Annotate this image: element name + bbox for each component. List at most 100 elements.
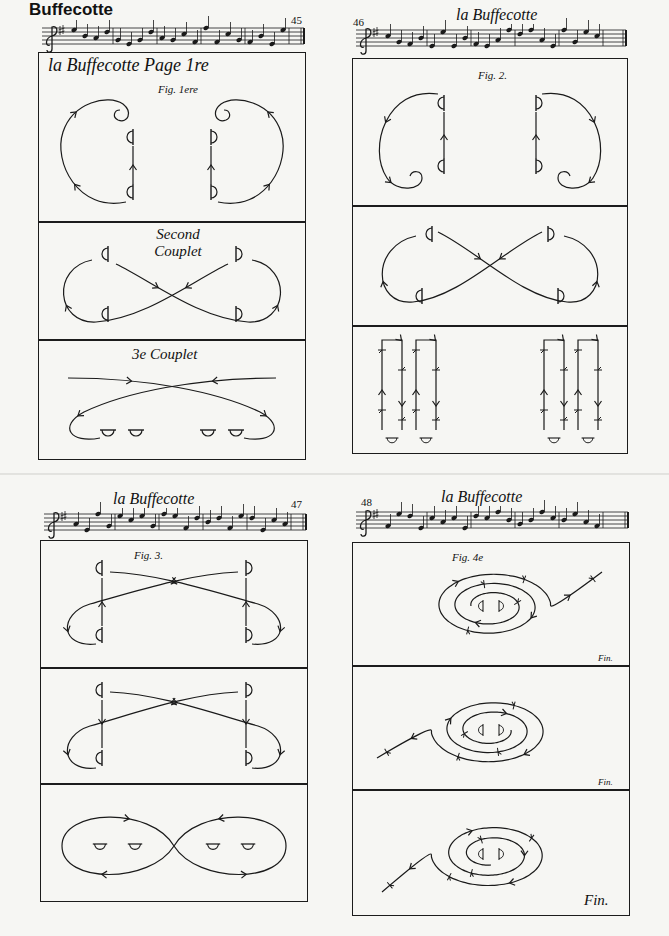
note-stem: [577, 30, 578, 42]
bar-line: [245, 28, 246, 44]
step-mark: [497, 748, 501, 756]
figure-caption: Fig. 3.: [133, 549, 164, 562]
note-stem: [566, 18, 567, 30]
figure-panel: Fig. 4e Fin.: [352, 542, 630, 666]
step-mark: [378, 350, 386, 353]
note-stem: [511, 508, 512, 520]
floor-track: [382, 340, 402, 430]
dancer-symbol: [246, 560, 252, 576]
floor-track: [382, 828, 542, 892]
direction-arrow: [260, 410, 268, 419]
staff-line: [44, 530, 306, 531]
figure-drawing: [382, 827, 542, 892]
floor-track: [116, 260, 280, 322]
dancer-back: [479, 850, 484, 859]
direction-arrow: [533, 135, 540, 140]
direction-arrow: [528, 612, 537, 620]
dancer-symbol: [236, 246, 242, 262]
figure-drawing: [62, 815, 286, 879]
bar-line: [157, 28, 158, 44]
staff-line: [356, 528, 628, 529]
note-stem: [111, 514, 112, 526]
bar-line: [303, 514, 304, 530]
fold-line: [0, 474, 669, 475]
note-stem: [232, 516, 233, 528]
note-stem: [265, 518, 266, 530]
note-stem: [522, 512, 523, 524]
note-stem: [588, 20, 589, 32]
step-mark: [527, 833, 534, 841]
note-stem: [412, 32, 413, 44]
floor-track: [216, 100, 284, 203]
page-number: 47: [290, 498, 303, 511]
dancer-back: [243, 844, 254, 849]
direction-arrow: [265, 109, 273, 118]
direction-arrow: [152, 282, 160, 291]
step-mark: [477, 836, 482, 845]
dancer-symbol: [548, 226, 554, 242]
figure-panel: Fin.: [352, 666, 630, 790]
bar-line: [623, 30, 624, 46]
direction-arrow: [379, 390, 386, 395]
figure-drawing: [68, 377, 276, 439]
dancer-back: [96, 629, 102, 641]
figure-drawing: [61, 100, 283, 203]
note-stem: [98, 26, 99, 38]
note-stem: [390, 24, 391, 36]
note-stem: [274, 32, 275, 44]
dancer-symbol: [426, 226, 432, 242]
dancer-back: [499, 850, 504, 859]
direction-arrow: [102, 871, 108, 878]
final-bar-line: [303, 28, 305, 44]
dancer-symbol: [102, 306, 108, 322]
direction-arrow: [208, 165, 215, 170]
step-mark: [470, 869, 475, 878]
direction-arrow: [126, 377, 132, 384]
floor-track: [544, 340, 564, 430]
note-stem: [434, 506, 435, 518]
step-mark: [457, 753, 463, 762]
figure-panel: Fin.: [352, 790, 630, 916]
dancer-symbol: [100, 430, 116, 436]
page-number: 48: [360, 496, 373, 509]
note-stem: [423, 516, 424, 528]
dancer-symbol: [200, 430, 216, 436]
dancer-back: [102, 430, 114, 436]
dancer-back: [127, 131, 133, 143]
bar-line: [301, 28, 302, 44]
note-stem: [109, 20, 110, 32]
bar-line: [289, 28, 290, 44]
figure-half: [533, 93, 601, 188]
direction-arrow: [561, 401, 568, 406]
note-stem: [544, 28, 545, 40]
figure-drawing: [63, 560, 284, 644]
dancer-back: [499, 602, 504, 611]
dancer-symbol: [420, 438, 433, 443]
figure-half: [63, 560, 252, 644]
dancer-symbol: [246, 627, 252, 643]
dancer-symbol: [96, 560, 102, 576]
dancer-symbol: [96, 682, 102, 698]
direction-arrow: [592, 281, 600, 287]
direction-arrow: [277, 626, 285, 633]
dancer-symbol: [127, 129, 133, 145]
figure-caption: Fig. 4e: [451, 551, 484, 564]
dancer-symbol: [438, 95, 444, 111]
bar-line: [291, 514, 292, 530]
direction-arrow: [410, 733, 418, 742]
floor-track: [439, 572, 602, 633]
direction-arrow: [99, 602, 106, 607]
final-bar-line: [627, 512, 629, 528]
direction-arrow: [475, 619, 482, 627]
title-holder: Buffecotte: [28, 0, 114, 20]
figure-note: Fin.: [597, 653, 614, 663]
step-mark: [461, 731, 469, 738]
note-stem: [467, 26, 468, 38]
floor-track: [61, 100, 129, 203]
figure-note: Fig. 1ere: [157, 83, 199, 96]
direction-arrow: [595, 401, 602, 406]
note-stem: [456, 34, 457, 46]
dancer-back: [102, 248, 108, 260]
note-stem: [131, 32, 132, 44]
